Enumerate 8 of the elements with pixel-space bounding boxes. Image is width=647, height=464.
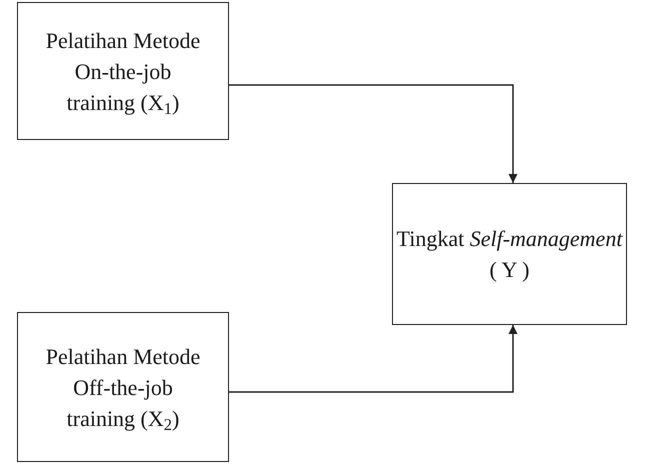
box-label: Pelatihan Metode On-the-job training (X$_{1}$)	[44, 26, 202, 118]
connector-arrow	[229, 84, 518, 183]
variable-box	[17, 312, 229, 462]
box-label: Pelatihan Metode Off-the-job training (X$_{2}$)	[44, 342, 202, 434]
connector-arrow	[229, 325, 518, 393]
variable-box	[392, 183, 627, 325]
box-label: Tingkat Self-management ( Y )	[396, 225, 624, 284]
variable-box	[17, 2, 229, 140]
